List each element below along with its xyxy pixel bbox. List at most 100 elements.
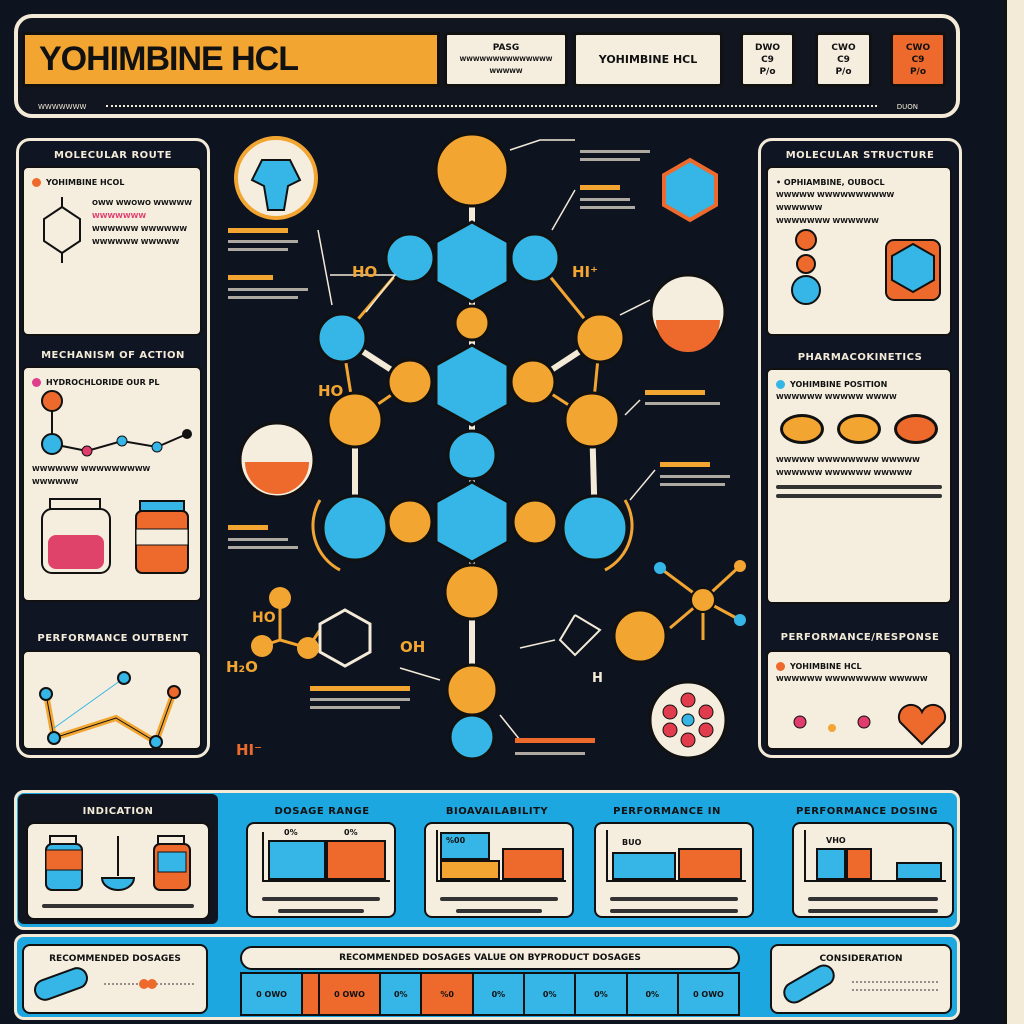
- table-cell: [303, 974, 320, 1014]
- liquid-fill: [245, 462, 309, 494]
- info-text: P/o: [835, 66, 852, 77]
- table-cell: 0%: [381, 974, 423, 1014]
- text-line: [42, 904, 194, 908]
- response-card: YOHIMBINE HCL WWWWWW WWWWWWWW WWWWW: [766, 650, 952, 750]
- benzene-ring-icon: [43, 197, 81, 263]
- molecular-route-card: YOHIMBINE HCOL OWW WWOWO WWWWW WWWWWWW W…: [22, 166, 202, 336]
- atom: [509, 358, 557, 406]
- hexagon-ring: [434, 343, 510, 427]
- bullet-icon: [776, 662, 785, 671]
- card-heading: YOHIMBINE POSITION: [790, 380, 888, 389]
- atom: [574, 312, 626, 364]
- info-text: C9: [837, 54, 850, 65]
- capsule-icon: [34, 967, 194, 1001]
- bar: [612, 852, 676, 880]
- card-text: WWWWWW WWWWW: [92, 238, 180, 246]
- atom: [386, 498, 434, 546]
- info-text: C9: [761, 54, 774, 65]
- atom: [734, 560, 746, 572]
- bar-label: VHO: [826, 836, 846, 845]
- ring-outlines: [311, 257, 634, 572]
- card-body: [26, 822, 210, 920]
- text-line: [610, 909, 738, 913]
- atom: [316, 312, 368, 364]
- atom: [511, 498, 559, 546]
- bullet-icon: [776, 380, 785, 389]
- bar: [816, 848, 846, 880]
- atom: [434, 132, 510, 208]
- atom: [321, 494, 389, 562]
- bar: [440, 860, 500, 880]
- bioavailability-chart: %00: [424, 822, 574, 918]
- card-title: BIOAVAILABILITY: [445, 806, 549, 817]
- text-line: [776, 485, 942, 489]
- bar-chart: %00: [436, 830, 566, 882]
- annotation-text-lines: [228, 150, 730, 755]
- atom: [654, 562, 666, 574]
- atom: [443, 563, 501, 621]
- recommended-dosages-card: RECOMMENDED DOSAGES: [22, 944, 208, 1014]
- card-text: OWW WWOWO WWWWW: [92, 199, 192, 207]
- label-ho: HO: [252, 610, 276, 626]
- atom: [297, 637, 319, 659]
- bar: [440, 832, 490, 860]
- bar-chart: 0% 0%: [262, 828, 390, 882]
- performance-chart: BUO: [594, 822, 754, 918]
- bar-label: %00: [446, 836, 466, 845]
- label-hi: HI⁻: [236, 741, 262, 759]
- section-title: MECHANISM OF ACTION: [41, 350, 185, 361]
- table-cell: 0 OWO: [242, 974, 304, 1014]
- bar-label: 0%: [284, 828, 298, 837]
- header-footer: WWWWWWW DUON: [38, 103, 918, 111]
- card-text: WWWWWW WWWWWWWWW WWWWWW: [32, 465, 151, 486]
- table-cell: %0: [422, 974, 474, 1014]
- info-text: C9: [911, 54, 925, 65]
- bar: [502, 848, 564, 880]
- atom: [446, 429, 498, 481]
- bullet-icon: [32, 378, 41, 387]
- text-line: [456, 909, 542, 913]
- card-text: WWWWWWW WWWWWW: [776, 217, 879, 225]
- card-title: PERFORMANCE IN: [613, 806, 721, 817]
- card-title: INDICATION: [82, 806, 154, 817]
- card-title: DOSAGE RANGE: [274, 806, 370, 817]
- bar-label: 0%: [344, 828, 358, 837]
- card-text: WWWWWW WWWWWW: [92, 225, 188, 233]
- label-oh: OH: [400, 638, 425, 656]
- label-h: H: [592, 671, 603, 686]
- atom: [509, 232, 561, 284]
- card-text: WWWWWW WWWWWWWW WWWWW: [776, 675, 928, 683]
- pill-icon: [894, 414, 938, 444]
- pill-icon: [780, 414, 824, 444]
- dosage-range-chart: 0% 0%: [246, 822, 396, 918]
- atom: [269, 587, 291, 609]
- page-title: YOHIMBINE HCL: [22, 32, 440, 87]
- text-line: [278, 909, 364, 913]
- bar-chart: VHO: [804, 830, 946, 882]
- card-text: WWWWWW WWWWW WWWW: [776, 393, 897, 401]
- card-text: WWWWW WWWWWWWWWW WWWWWW: [776, 191, 895, 212]
- hexagon-ring: [434, 220, 510, 304]
- table-title: RECOMMENDED DOSAGES VALUE ON BYPRODUCT D…: [240, 946, 740, 970]
- info-box-2: YOHIMBINE HCL: [573, 32, 723, 87]
- atom: [251, 635, 273, 657]
- text-line: [808, 897, 938, 901]
- section-title: MOLECULAR STRUCTURE: [785, 150, 935, 161]
- section-title: PERFORMANCE/RESPONSE: [780, 632, 940, 643]
- table-cell: 0%: [576, 974, 628, 1014]
- card-heading: YOHIMBINE HCOL: [46, 178, 125, 187]
- bullet-icon: [32, 178, 41, 187]
- bar-label: BUO: [622, 838, 642, 847]
- atom: [453, 304, 491, 342]
- table-cell: 0%: [473, 974, 526, 1014]
- bodybuilder-figure: [250, 159, 302, 211]
- mechanism-card: HYDROCHLORIDE OUR PL WWWWWW WWWWWWWWW WW…: [22, 366, 202, 602]
- pill-badges: [780, 414, 938, 444]
- poster-edge: [1004, 0, 1024, 1024]
- section-title: MOLECULAR ROUTE: [54, 150, 172, 161]
- label-h2o: H₂O: [226, 658, 258, 676]
- hexagon-badge-icon: [662, 157, 718, 223]
